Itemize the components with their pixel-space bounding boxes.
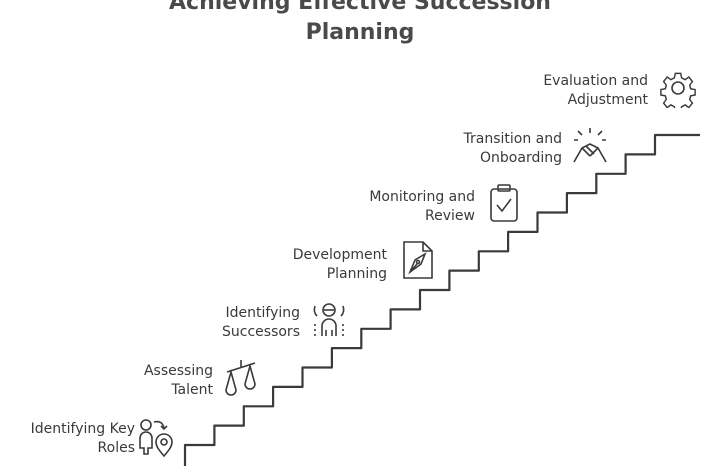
step-label-transition-and-onboarding: Transition and Onboarding (464, 130, 563, 168)
step-label-development-planning: Development Planning (293, 246, 387, 284)
step-label-line: Transition and (463, 131, 563, 147)
step-label-line: Assessing (143, 363, 213, 379)
step-label-line: Onboarding (480, 150, 562, 166)
person-location-icon (139, 419, 173, 458)
title-line-2: Planning (305, 20, 415, 45)
step-label-line: Adjustment (567, 92, 648, 108)
handshake-icon (573, 128, 607, 163)
step-label-line: Identifying (225, 305, 301, 321)
step-label-line: Review (425, 208, 475, 224)
scales-icon (225, 360, 256, 396)
step-label-line: Identifying Key (30, 421, 135, 437)
title-line-1: Achieving Effective Succession (169, 0, 551, 15)
step-label-line: Monitoring and (369, 189, 475, 205)
step-label-line: Planning (326, 266, 387, 282)
step-label-line: Successors (222, 324, 300, 340)
step-label-monitoring-and-review: Monitoring and Review (369, 188, 475, 226)
step-label-line: Evaluation and (543, 73, 648, 89)
step-label-identifying-successors: Identifying Successors (222, 304, 300, 342)
step-label-identifying-key-roles: Identifying Key Roles (31, 420, 135, 458)
clipboard-check-icon (490, 184, 518, 222)
step-label-line: Talent (171, 382, 213, 398)
step-label-assessing-talent: Assessing Talent (144, 362, 213, 400)
successor-person-icon (313, 303, 345, 336)
document-pen-icon (403, 241, 433, 279)
staircase-line (183, 133, 700, 466)
step-label-evaluation-and-adjustment: Evaluation and Adjustment (543, 72, 648, 110)
diagram-title: Achieving Effective Succession Planning (0, 0, 720, 48)
step-label-line: Roles (97, 440, 135, 456)
gear-icon (660, 72, 696, 108)
step-label-line: Development (292, 247, 387, 263)
